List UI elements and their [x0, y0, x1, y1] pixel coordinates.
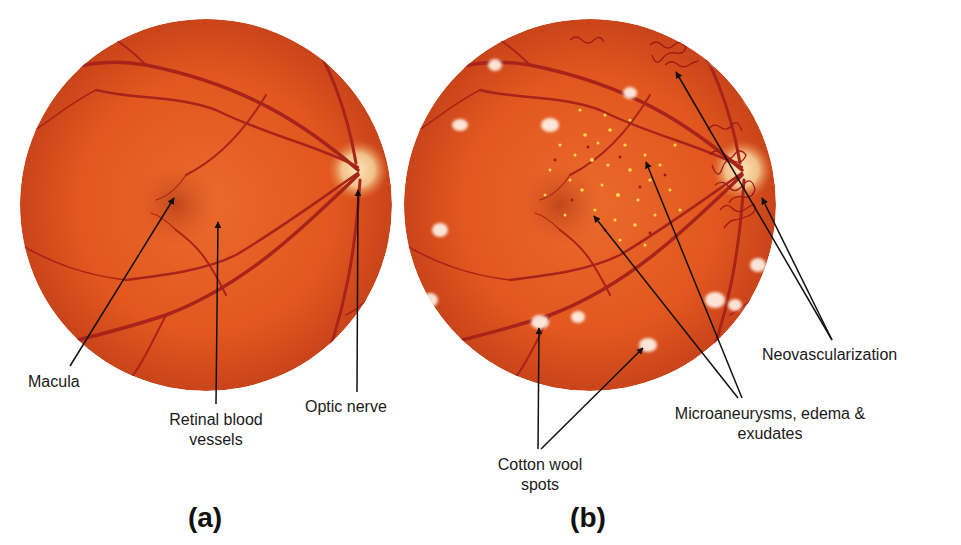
panel-label: (b) [570, 500, 606, 535]
part-label: Optic nerve [305, 397, 387, 417]
lesion-label: Microaneurysms, edema & exudates [653, 404, 888, 444]
normal-fundus [16, 15, 392, 391]
leader-line [216, 222, 218, 404]
exudates [544, 109, 682, 247]
cotton-wool-spots [422, 53, 766, 352]
leader-line [357, 190, 358, 392]
microaneurysms [554, 146, 667, 235]
leader-line [538, 328, 539, 449]
leader-line [541, 348, 643, 449]
leader-line [676, 72, 832, 340]
retinopathy-fundus [400, 15, 776, 391]
part-label: Macula [28, 372, 80, 392]
lesion-label: Neovascularization [762, 345, 897, 365]
leader-lines [70, 72, 832, 449]
leader-line [70, 198, 174, 366]
leader-line [646, 162, 742, 398]
leader-line [594, 216, 738, 398]
neovascularization [570, 37, 755, 228]
lesion-label: Cotton wool spots [484, 455, 596, 495]
part-label: Retinal blood vessels [149, 410, 284, 450]
panel-label: (a) [188, 500, 222, 535]
leader-line [762, 198, 832, 340]
